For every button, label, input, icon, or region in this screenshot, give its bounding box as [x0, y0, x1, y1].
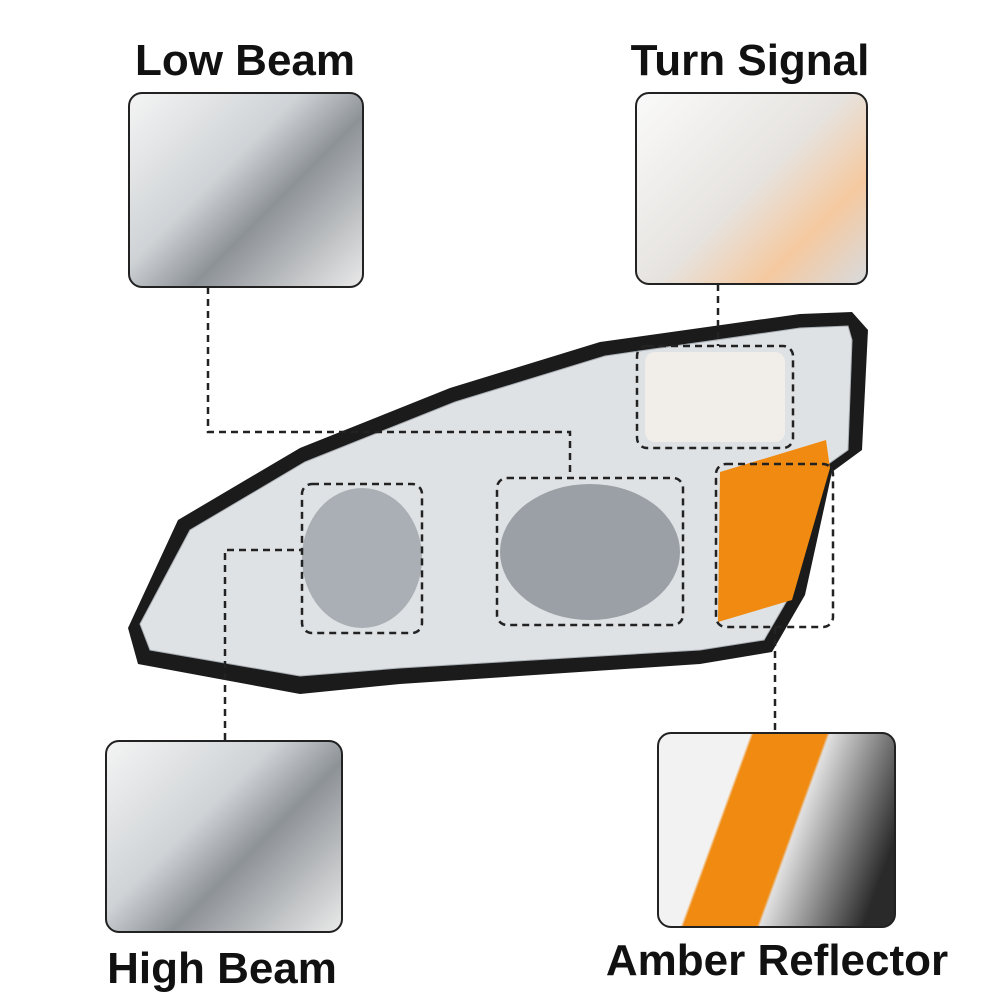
low-beam-connector: [206, 287, 572, 478]
turn-signal-highlight: [635, 344, 795, 450]
high-beam-label: High Beam: [107, 944, 337, 993]
high-beam-reflector: [302, 488, 422, 628]
turn-signal-label: Turn Signal: [630, 36, 870, 85]
high-beam-highlight: [300, 482, 424, 635]
low-beam-reflector: [500, 484, 680, 620]
amber-reflector-closeup: [657, 732, 896, 928]
low-beam-label: Low Beam: [134, 36, 356, 85]
amber-reflector-label: Amber Reflector: [605, 936, 949, 985]
amber-reflector: [718, 440, 830, 622]
turn-signal-closeup: [635, 92, 868, 285]
turn-signal-lens: [645, 352, 785, 442]
high-beam-closeup: [105, 740, 343, 933]
amber-reflector-highlight: [714, 462, 835, 629]
high-beam-connector: [223, 548, 302, 740]
low-beam-highlight: [495, 476, 685, 627]
low-beam-closeup: [128, 92, 364, 288]
